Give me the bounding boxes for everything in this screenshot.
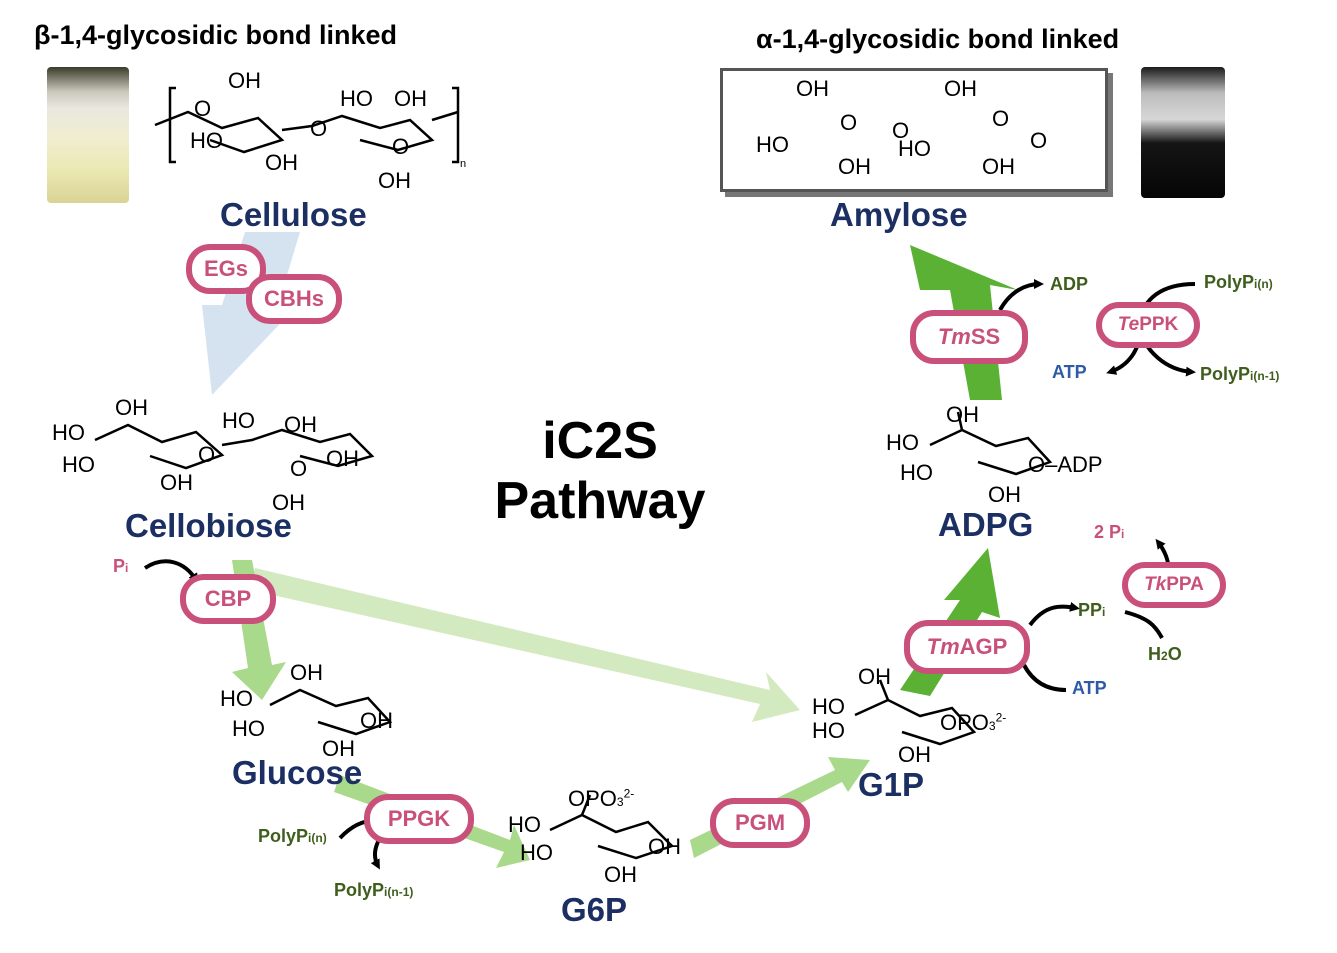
enzyme-tmagp: TmAGP	[904, 620, 1030, 674]
opo3-label: OPO32-	[568, 786, 635, 811]
pathway-title-line2: Pathway	[494, 471, 706, 530]
adp-out-arrow	[998, 279, 1044, 312]
opo3-label: OPO32-	[940, 710, 1007, 735]
oh-label: OH	[160, 470, 193, 495]
enzyme-cbp: CBP	[180, 574, 276, 624]
o-adp-label: O–ADP	[1028, 452, 1103, 477]
oh-label: OH	[228, 68, 261, 93]
o-label: O	[310, 116, 328, 141]
polyp-n1-teppk: PolyPi(n-1)	[1200, 364, 1280, 384]
pi-cofactor: Pi	[113, 556, 129, 576]
oh-label: OH	[284, 412, 317, 437]
oh-label: OH	[796, 76, 829, 101]
ho-label: HO	[900, 460, 933, 485]
ho-label: HO	[520, 840, 553, 865]
oh-label: OH	[944, 76, 977, 101]
cellulose-label: Cellulose	[220, 196, 367, 233]
ppi-cofactor: PPi	[1078, 600, 1106, 620]
polyp-n-ppgk: PolyPi(n)	[258, 826, 327, 846]
enzyme-egs: EGs	[186, 244, 266, 294]
o-label: O	[194, 96, 212, 121]
enzyme-teppk: TePPK	[1096, 302, 1200, 348]
oh-label: OH	[946, 402, 979, 427]
oh-label: OH	[115, 395, 148, 420]
ho-label: HO	[886, 430, 919, 455]
h2o-in-arrow	[1124, 610, 1164, 639]
g1p-structure	[854, 679, 977, 746]
cellobiose-structure	[94, 423, 375, 470]
oh-label: OH	[360, 708, 393, 733]
adpg-structure	[929, 411, 1053, 476]
ho-label: HO	[508, 812, 541, 837]
enzyme-ppgk: PPGK	[364, 794, 474, 844]
glucose-structure	[269, 688, 393, 736]
oh-label: OH	[322, 736, 355, 761]
g6p-label: G6P	[561, 891, 628, 928]
beta-linkage-header: β-1,4-glycosidic bond linked	[34, 20, 398, 50]
pathway-title-line1: iC2S	[542, 412, 658, 470]
o-label: O	[892, 118, 910, 143]
ho-label: HO	[52, 420, 85, 445]
cellulose-vial-photo	[47, 67, 129, 203]
atp-agp: ATP	[1072, 678, 1107, 698]
ho-label: HO	[222, 408, 255, 433]
oh-label: OH	[898, 742, 931, 767]
oh-label: OH	[988, 482, 1021, 507]
oh-label: OH	[648, 834, 681, 859]
glucose-label: Glucose	[232, 754, 363, 791]
ho-label: HO	[190, 128, 223, 153]
ho-label: HO	[812, 694, 845, 719]
enzyme-pgm: PGM	[710, 798, 810, 848]
ho-label: HO	[62, 452, 95, 477]
o-label: O	[290, 456, 308, 481]
oh-label: OH	[272, 490, 305, 515]
pi-in-arrow	[143, 559, 199, 584]
ppi-out-arrow	[1028, 601, 1080, 627]
adpg-label: ADPG	[938, 506, 1034, 543]
amylose-vial-photo	[1141, 67, 1225, 198]
oh-label: OH	[378, 168, 411, 193]
cellulose-structure	[154, 86, 460, 164]
repeat-n-label: n	[460, 158, 467, 170]
ho-label: HO	[812, 718, 845, 743]
polyp-n-teppk: PolyPi(n)	[1204, 272, 1273, 292]
o-label: O	[840, 110, 858, 135]
enzyme-tmss: TmSS	[910, 310, 1028, 364]
oh-label: OH	[604, 862, 637, 887]
oh-label: OH	[982, 154, 1015, 179]
pathway-title: iC2S Pathway	[470, 412, 730, 532]
oh-label: OH	[858, 664, 891, 689]
o-label: O	[992, 106, 1010, 131]
g6p-structure	[549, 794, 675, 860]
polyp-n1-ppgk: PolyPi(n-1)	[334, 880, 414, 900]
h2o-cofactor: H2O	[1148, 644, 1182, 664]
atp-teppk: ATP	[1052, 362, 1087, 382]
oh-label: OH	[326, 446, 359, 471]
oh-label: OH	[290, 660, 323, 685]
ho-label: HO	[756, 132, 789, 157]
adp-cofactor: ADP	[1050, 274, 1089, 294]
ho-label: HO	[898, 136, 931, 161]
oh-label: OH	[394, 86, 427, 111]
ho-label: HO	[232, 716, 265, 741]
o-label: O	[392, 134, 410, 159]
g1p-label: G1P	[858, 766, 925, 803]
two-pi-cofactor: 2 Pi	[1094, 522, 1125, 542]
enzyme-cbhs: CBHs	[246, 274, 342, 324]
oh-label: OH	[265, 150, 298, 175]
atp-in-arrow	[1022, 664, 1067, 692]
ho-label: HO	[220, 686, 253, 711]
cellobiose-label: Cellobiose	[125, 507, 292, 544]
arrow-cellobiose-to-g1p	[250, 568, 800, 722]
enzyme-tkppa: TkPPA	[1122, 562, 1226, 608]
oh-label: OH	[838, 154, 871, 179]
ho-label: HO	[340, 86, 373, 111]
alpha-linkage-header: α-1,4-glycosidic bond linked	[756, 24, 1120, 54]
o-label: O	[198, 442, 216, 467]
o-label: O	[1030, 128, 1048, 153]
amylose-label: Amylose	[830, 196, 968, 233]
amylose-structure-box	[720, 68, 1108, 192]
